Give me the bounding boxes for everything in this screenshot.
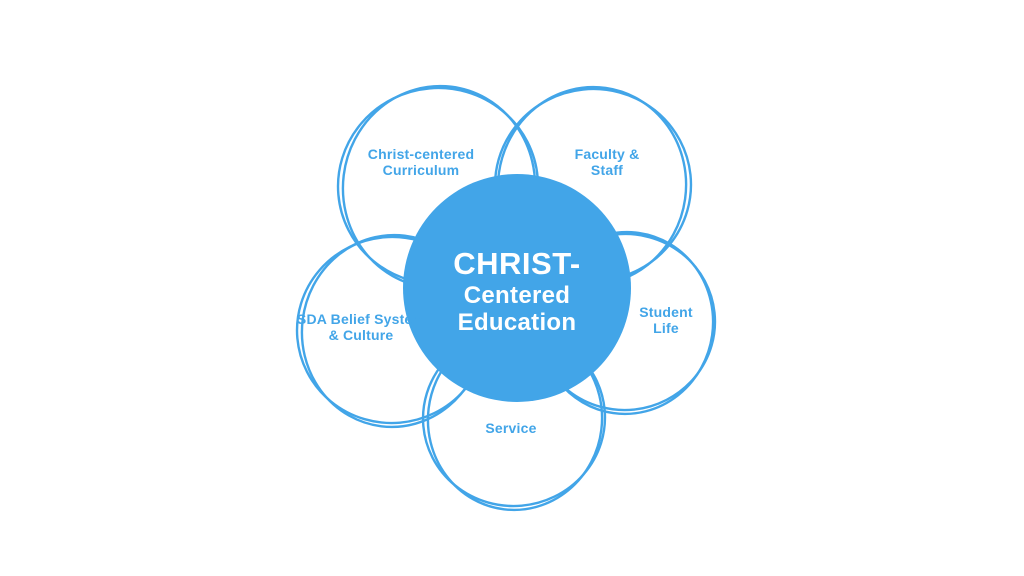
label-service: Service [485, 420, 536, 436]
label-line: SDA Belief System [296, 311, 426, 327]
label-line: Christ-centered [367, 146, 475, 162]
label-line: Student [639, 304, 693, 320]
label-christ-centered-curriculum: Christ-centered Curriculum [368, 146, 474, 178]
label-line: Faculty & [574, 146, 640, 162]
label-faculty-staff: Faculty & Staff [575, 146, 640, 178]
label-line: Life [653, 320, 679, 336]
label-sda-belief-system-culture: SDA Belief System & Culture [297, 311, 425, 343]
center-label: CHRIST- Centered Education [453, 246, 581, 336]
label-line: Staff [590, 162, 624, 178]
label-line: & Culture [328, 327, 394, 343]
label-line: Curriculum [382, 162, 460, 178]
center-circle [403, 174, 631, 402]
center-label-line2: Centered [463, 282, 571, 309]
center-label-line1: CHRIST- [453, 246, 581, 281]
label-student-life: Student Life [639, 304, 693, 336]
label-line: Service [485, 420, 537, 436]
center-label-line3: Education [457, 309, 577, 336]
